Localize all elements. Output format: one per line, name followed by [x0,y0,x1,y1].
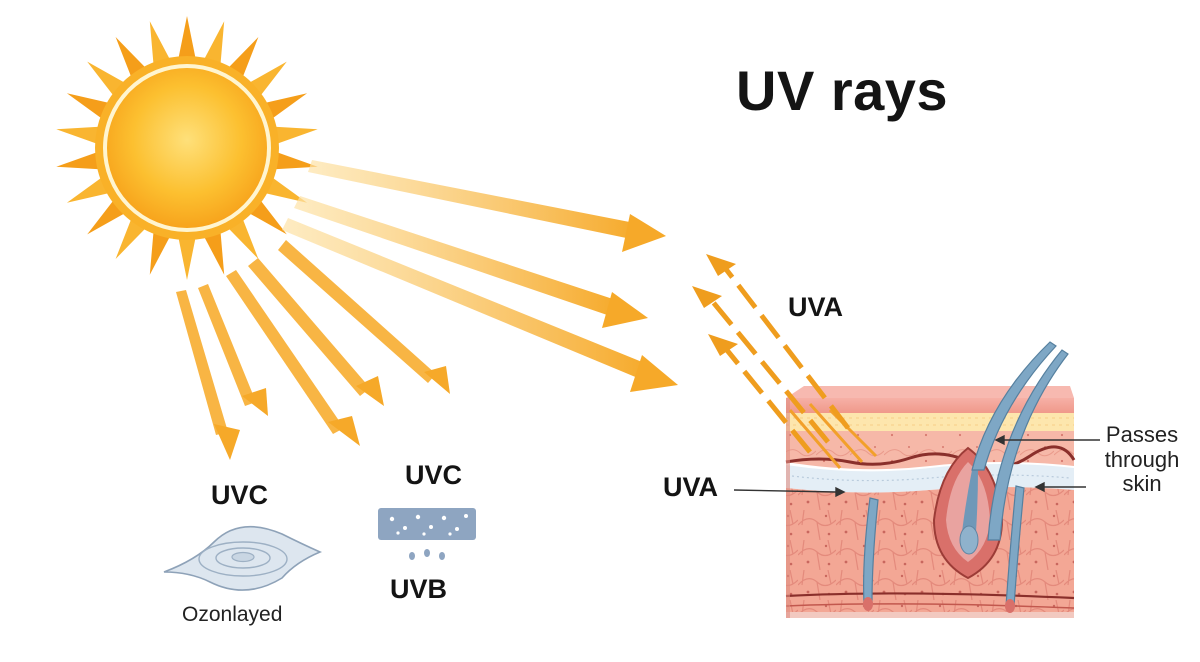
leader-lines [733,434,1100,498]
ray-arrow [176,290,240,460]
hair-follicle [932,446,1004,580]
ray-arrow [294,196,648,328]
sun-spike [203,229,225,275]
sun-spike [203,21,225,67]
reflected-arrow [720,262,850,430]
sun-spike [178,16,196,61]
sun-icon [56,16,318,280]
reflected-arrow [720,342,812,454]
hair-strands [863,341,1069,607]
passes-through-skin-label: Passes through skin [1092,422,1192,497]
diagram-title: UV rays [736,59,949,122]
through-line: through [1104,446,1180,472]
sun-spike [226,216,259,259]
ozone-layer-label: Ozonlayed [182,603,283,626]
ray-arrow [308,160,666,252]
uvc-label-left: UVC [211,480,269,510]
ray-arrow [248,258,384,406]
sun-spike [115,37,148,80]
reflected-uva-arrows [706,262,850,454]
sun-rays-downward [176,240,450,460]
ray-arrow [198,284,268,416]
filter-bar-icon [378,508,476,560]
sun-spike [149,21,171,67]
uvb-label: UVB [390,574,448,604]
uva-label-left: UVA [663,472,719,502]
sun-spike [262,176,308,203]
sun-spike [56,151,102,170]
uva-label-top: UVA [788,292,844,322]
sun-spike [66,176,112,203]
ray-arrow [282,218,678,392]
sun-spike [56,126,102,145]
reflected-arrowheads [692,254,738,356]
passes-line: Passes [1105,422,1179,447]
uvb-droplets [409,549,445,560]
skin-line: skin [1122,471,1162,497]
ozone-layer-icon [163,525,323,591]
sun-rays-to-skin [282,160,678,392]
sun-spike [178,235,196,280]
skin-cross-section-icon [785,341,1076,618]
sun-spike [272,151,318,170]
sun-spike [226,37,259,80]
sun-spike [272,126,318,145]
sun-spike [262,93,308,120]
ray-arrow [278,240,450,394]
epidermis-top [786,386,1074,398]
sun-spike [115,216,148,259]
uvc-label-middle: UVC [405,460,463,490]
ray-arrow [226,270,360,446]
reflected-arrow [706,294,830,444]
upper-dermis [786,431,1074,470]
sun-spike [149,229,171,275]
sun-spike [66,93,112,120]
